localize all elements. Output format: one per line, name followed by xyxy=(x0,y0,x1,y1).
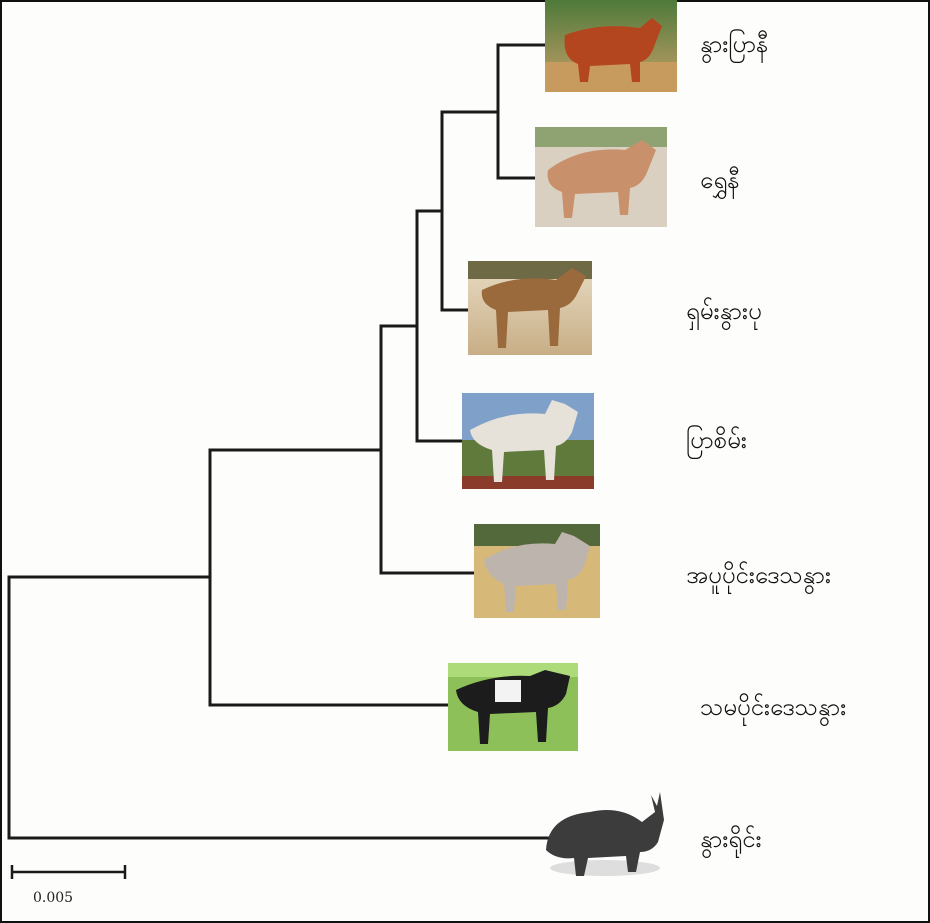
white-zebu-photo xyxy=(462,393,594,489)
scale-bar: 0.005 xyxy=(12,865,125,906)
brown-cattle-photo xyxy=(468,261,592,355)
branch-node-t1-t4 xyxy=(381,211,417,441)
holstein-photo xyxy=(448,663,578,751)
scale-bar-label: 0.005 xyxy=(33,890,73,906)
tip-label-t2: ရွှေနီ xyxy=(700,164,740,200)
branch-node-domestic xyxy=(9,450,210,705)
red-cattle-photo xyxy=(545,0,677,92)
tip-label-t5: အပူပိုင်းဒေသနွား xyxy=(686,559,831,595)
branch-node-t1-t2 xyxy=(442,45,498,178)
tip-label-t1: နွားပြာနီ xyxy=(700,28,768,64)
grey-brahman-photo xyxy=(474,524,600,618)
tip-label-t7: နွားရိုင်း xyxy=(700,823,762,859)
branch-node-t1-t3 xyxy=(417,112,442,310)
tip-label-t4: ပြာစိမ်း xyxy=(686,424,747,460)
tip-label-t6: သမပိုင်းဒေသနွား xyxy=(700,691,846,727)
branch-node-t1-t5 xyxy=(210,326,381,573)
tan-cattle-photo xyxy=(535,127,667,227)
wild-bison-photo xyxy=(546,792,664,876)
tip-label-t3: ရှမ်းနွားပု xyxy=(686,295,762,331)
